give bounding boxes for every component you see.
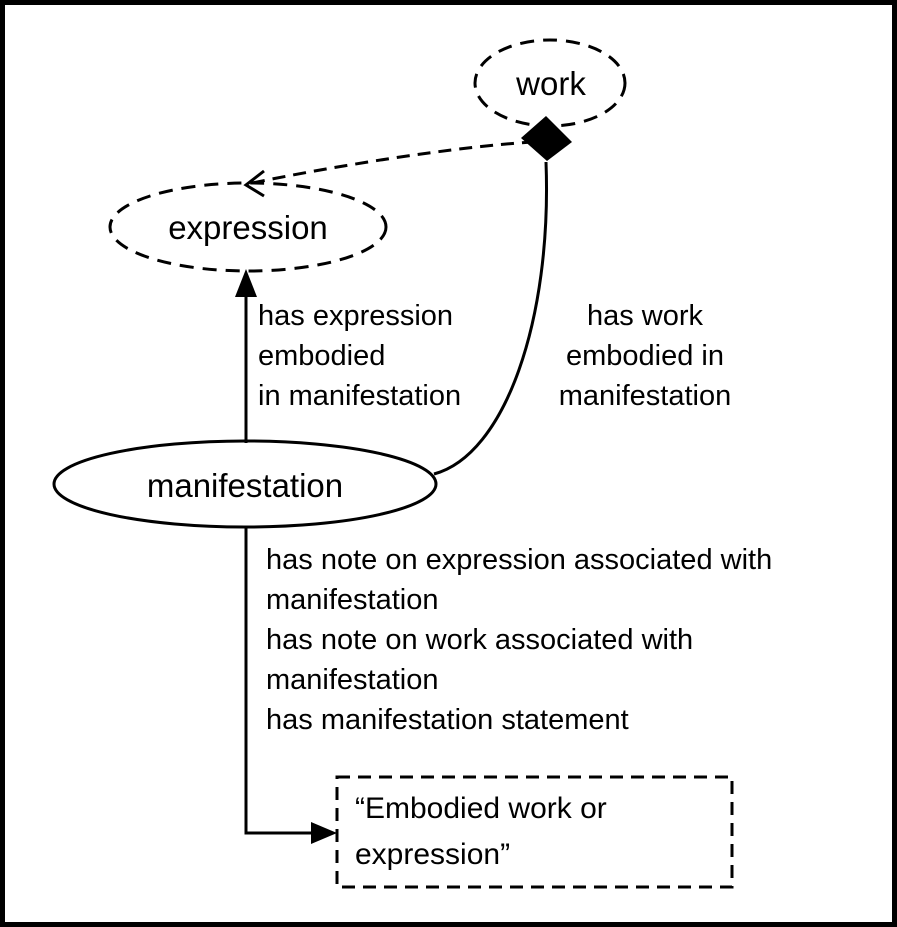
has-work-embodied-label: has work embodied in manifestation (559, 296, 732, 416)
manifestation-notes-line-4: manifestation (266, 664, 439, 696)
expression-node-ellipse (108, 181, 388, 273)
note-box-label: “Embodied work or expression” (355, 786, 607, 878)
arrow-expression-to-work-dashed (251, 140, 533, 185)
note-box-line-2: expression” (355, 838, 511, 871)
manifestation-notes-line-2: manifestation (266, 584, 439, 616)
arrow-manifestation-to-note-box (244, 527, 315, 835)
manifestation-notes-line-5: has manifestation statement (266, 704, 629, 736)
has-work-embodied-line-2: embodied in (566, 340, 724, 372)
note-box-rect (335, 775, 734, 889)
has-expression-embodied-line-3: in manifestation (258, 380, 462, 412)
has-work-embodied-line-1: has work (586, 300, 704, 332)
arrow-manifestation-to-work (433, 161, 549, 476)
has-work-embodied-line-3: manifestation (558, 380, 732, 412)
arrowhead-expression-triangle (235, 269, 257, 297)
manifestation-notes-line-1: has note on expression associated with (266, 544, 773, 576)
arrowhead-expression-chevron (243, 169, 265, 198)
note-box-line-1: “Embodied work or (355, 792, 607, 825)
work-node-label: work (516, 65, 586, 102)
has-expression-embodied-line-2: embodied (258, 340, 386, 372)
manifestation-notes-line-3: has note on work associated with (266, 624, 694, 656)
has-expression-embodied-line-1: has expression (258, 300, 454, 332)
expression-node-label: expression (168, 209, 328, 246)
manifestation-node-label: manifestation (146, 467, 344, 504)
manifestation-notes-label: has note on expression associated with m… (266, 540, 772, 740)
arrowhead-note-box-triangle (311, 822, 337, 844)
has-expression-embodied-label: has expression embodied in manifestation (258, 296, 461, 416)
arrowhead-work-diamond (521, 116, 572, 161)
